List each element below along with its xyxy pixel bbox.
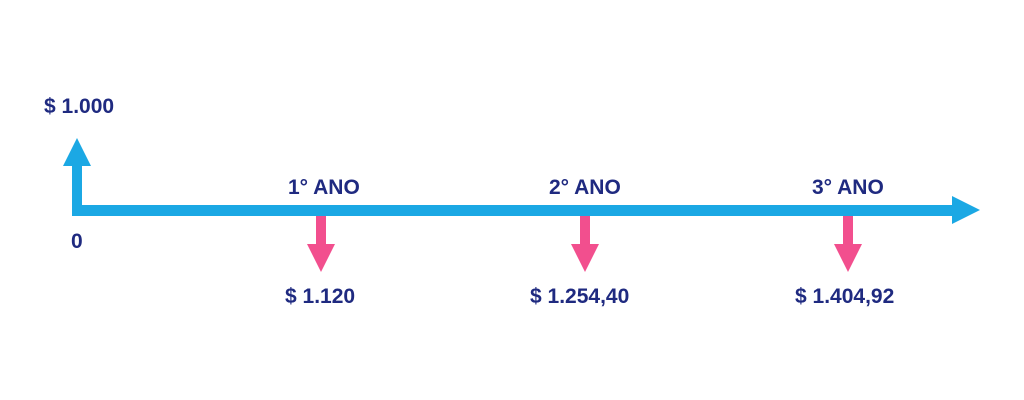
period-value-1: $ 1.120 [285, 285, 356, 308]
period-label-1: 1° ANO [288, 176, 360, 199]
timeline-axis [72, 205, 958, 216]
outflow-arrow-head-3 [834, 244, 862, 272]
outflow-arrow-shaft-2 [580, 216, 590, 246]
outflow-arrow-head-2 [571, 244, 599, 272]
period-value-2: $ 1.254,40 [530, 285, 630, 308]
inflow-arrow-shaft [72, 160, 82, 216]
period-label-2: 2° ANO [549, 176, 621, 199]
outflow-arrow-shaft-1 [316, 216, 326, 246]
origin-label: 0 [71, 230, 83, 253]
period-value-3: $ 1.404,92 [795, 285, 895, 308]
initial-value-label: $ 1.000 [44, 95, 115, 118]
timeline-arrow-head [952, 196, 980, 224]
inflow-arrow-head [63, 138, 91, 166]
outflow-arrow-shaft-3 [843, 216, 853, 246]
outflow-arrow-head-1 [307, 244, 335, 272]
period-label-3: 3° ANO [812, 176, 884, 199]
